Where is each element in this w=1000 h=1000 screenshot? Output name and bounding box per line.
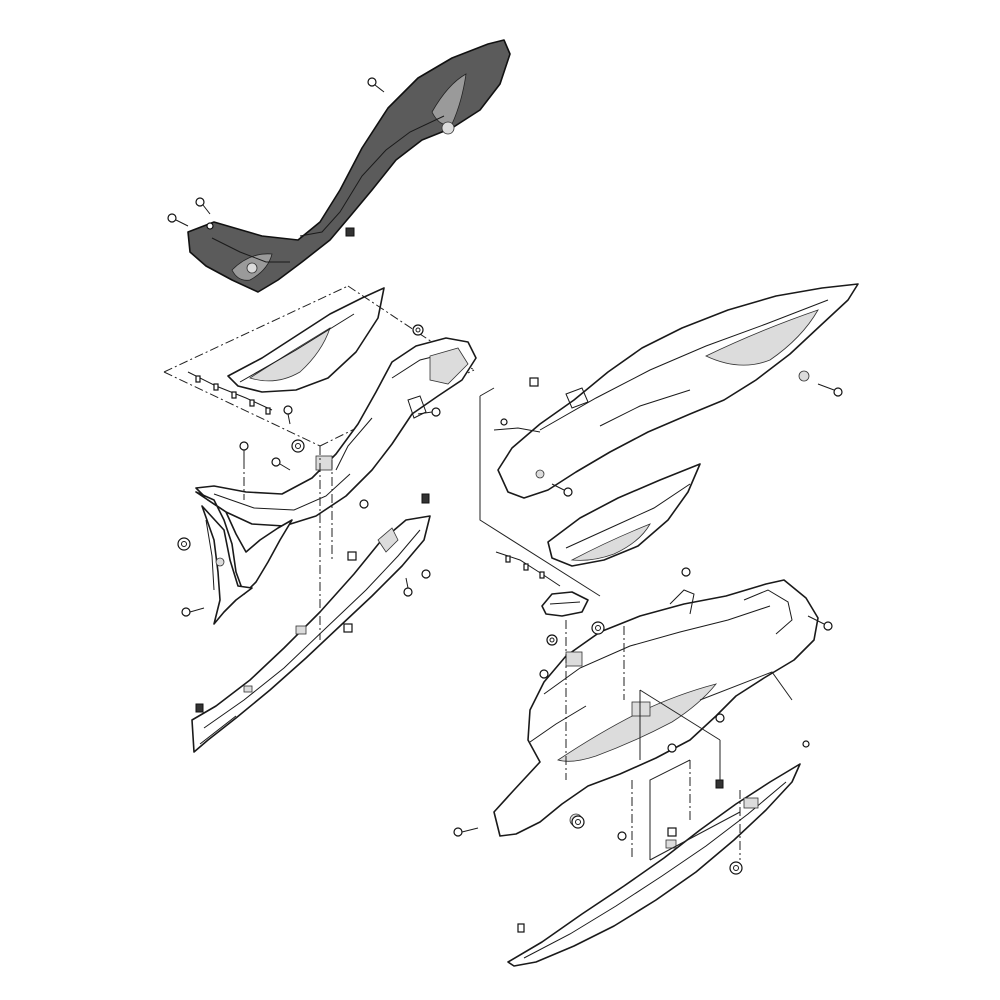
screw-icon — [271, 457, 291, 471]
left-frame-cover — [195, 337, 477, 527]
screw-icon — [807, 615, 833, 631]
grommet-icon — [591, 621, 605, 635]
screw-icon — [181, 607, 205, 617]
grommet-icon — [571, 815, 585, 829]
grommet-icon — [412, 324, 424, 336]
right-trim-clip-strip — [493, 427, 561, 587]
clip-icon — [347, 551, 357, 561]
left-trim-clip-strip — [187, 371, 273, 415]
screw-icon — [551, 483, 573, 497]
clip-icon — [667, 827, 677, 837]
grommet-icon — [291, 439, 305, 453]
screw-icon — [681, 567, 691, 577]
screw-icon — [617, 831, 627, 841]
screw-icon — [817, 383, 843, 397]
screw-icon — [453, 827, 479, 837]
screw-icon — [421, 569, 431, 579]
right-cap — [541, 591, 589, 617]
grommet-icon — [177, 537, 191, 551]
right-side-panel — [493, 579, 819, 837]
screw-icon — [417, 407, 441, 417]
clip-icon — [421, 493, 430, 504]
clip-icon — [343, 623, 353, 633]
right-lower-rail — [507, 763, 801, 967]
screw-icon — [500, 418, 508, 426]
clip-icon — [517, 923, 525, 933]
screw-icon — [667, 743, 677, 753]
screw-icon — [206, 222, 214, 230]
right-rear-side-cover — [497, 283, 859, 499]
screw-icon — [283, 405, 293, 425]
clip-icon — [345, 227, 355, 237]
screw-icon — [239, 441, 249, 460]
screw-icon — [359, 499, 369, 509]
left-side-panel — [195, 491, 293, 625]
screw-icon — [715, 713, 725, 723]
screw-icon — [802, 740, 810, 748]
left-upper-trim — [227, 287, 385, 393]
clip-icon — [529, 377, 539, 387]
left-lower-rail — [191, 515, 431, 753]
screw-icon — [167, 213, 189, 227]
screw-icon — [367, 77, 385, 93]
grommet-icon — [729, 861, 743, 875]
clip-icon — [195, 703, 204, 713]
right-center-cover — [547, 463, 701, 567]
screw-icon — [539, 669, 549, 679]
screw-icon — [403, 577, 413, 597]
screw-icon — [195, 197, 211, 215]
upper-dark-cover — [187, 39, 511, 293]
grommet-icon — [546, 634, 558, 646]
clip-icon — [715, 779, 724, 789]
